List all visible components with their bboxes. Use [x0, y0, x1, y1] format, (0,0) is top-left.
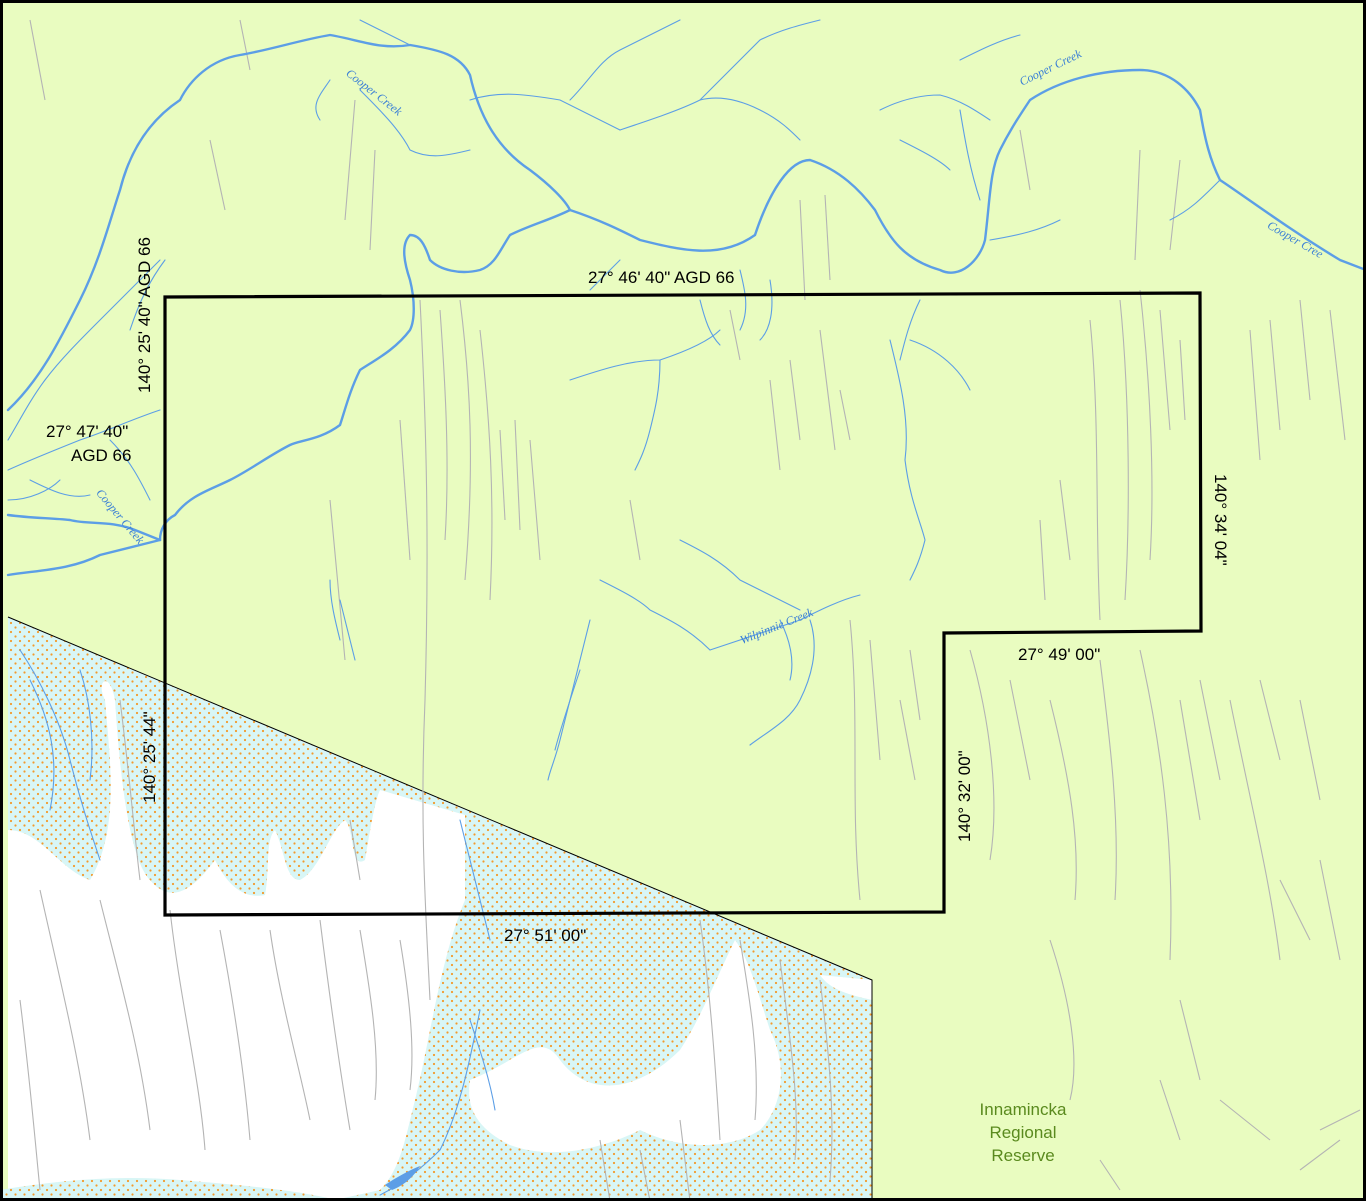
west-lower-boundary-label: 140° 25' 44" — [140, 711, 159, 803]
lake-shape — [385, 1166, 420, 1190]
east-boundary-label: 140° 34' 04" — [1211, 474, 1230, 566]
reserve-name-line: Innamincka — [979, 1100, 1067, 1119]
west-boundary-label: 140° 25' 40" AGD 66 — [135, 237, 154, 393]
river-network — [6, 19, 1366, 1196]
reserve-label: Innamincka Regional Reserve — [948, 1098, 1098, 1167]
project-boundary — [163, 291, 1203, 917]
north-boundary-label: 27° 46' 40" AGD 66 — [588, 268, 735, 287]
dune-lines — [19, 19, 1361, 1201]
reserve-name-line: Regional — [989, 1123, 1057, 1142]
step-latitude-label: 27° 49' 00" — [1018, 645, 1101, 664]
floodplain-strip — [8, 640, 70, 805]
zone-boundary — [7, 616, 873, 1201]
white-sand-area — [8, 681, 465, 1201]
corner-latitude-label: 27° 47' 40" — [46, 422, 129, 441]
reserve-name-line: Reserve — [991, 1146, 1055, 1165]
corner-datum-label: AGD 66 — [71, 446, 132, 465]
step-longitude-label: 140° 32' 00" — [955, 750, 974, 842]
floodplain-zone — [0, 617, 872, 1201]
south-boundary-label: 27° 51' 00" — [504, 926, 587, 945]
